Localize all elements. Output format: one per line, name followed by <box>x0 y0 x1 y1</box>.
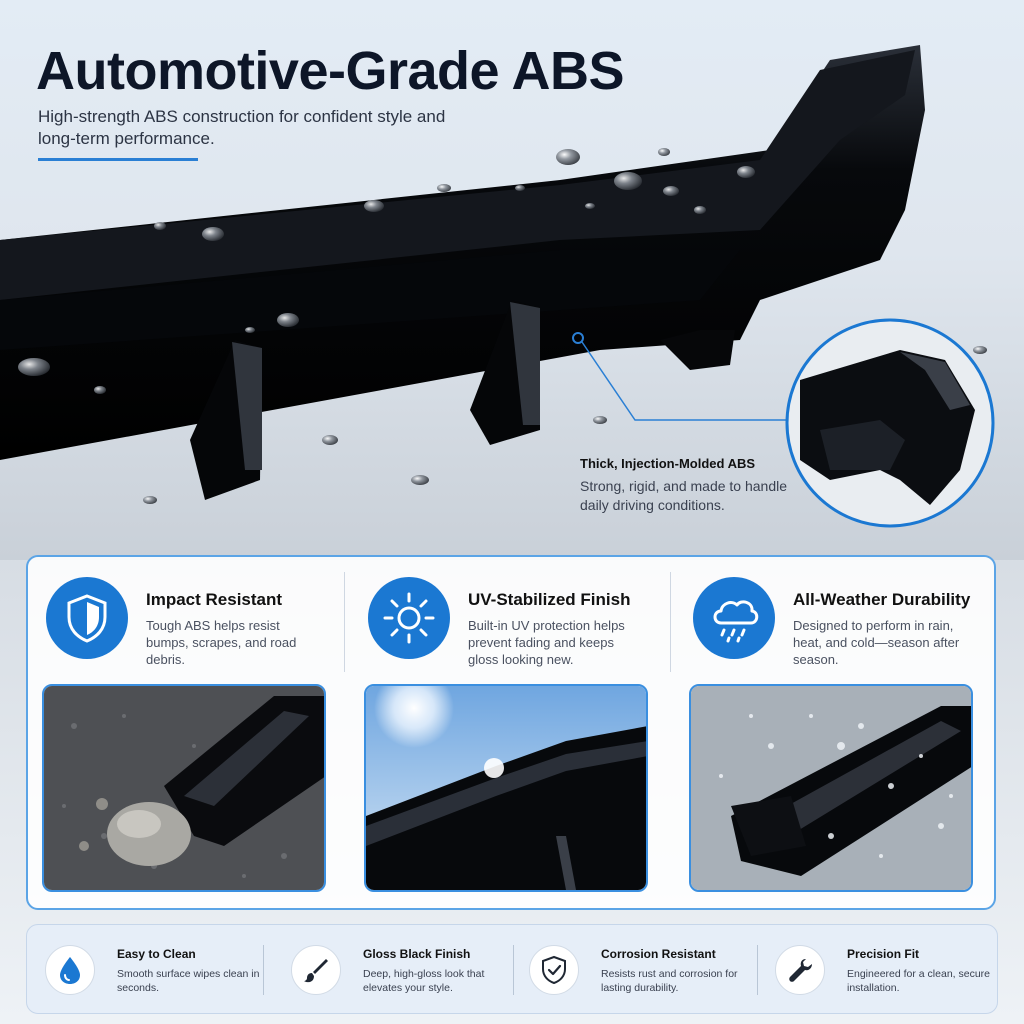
feature-text: Designed to perform in rain, heat, and c… <box>793 618 960 667</box>
title-underline <box>38 158 198 161</box>
benefit-title: Gloss Black Finish <box>363 947 471 961</box>
feature-impact-resistant: Impact Resistant Tough ABS helps resist … <box>28 557 328 907</box>
benefit-easy-to-clean: Easy to Clean Smooth surface wipes clean… <box>27 925 267 1013</box>
benefit-text: Engineered for a clean, secure installat… <box>847 968 991 994</box>
feature-title: UV-Stabilized Finish <box>468 590 631 609</box>
benefit-divider <box>263 945 264 995</box>
callout-title: Thick, Injection-Molded ABS <box>580 456 756 471</box>
benefit-corrosion-resistant: Corrosion Resistant Resists rust and cor… <box>511 925 751 1013</box>
feature-text: Built-in UV protection helps prevent fad… <box>468 618 625 667</box>
feature-title: Impact Resistant <box>146 590 283 609</box>
paintbrush-icon <box>291 945 341 995</box>
benefit-title: Corrosion Resistant <box>601 947 716 961</box>
feature-title: All-Weather Durability <box>793 590 971 609</box>
hero-section: Automotive-Grade ABS High-strength ABS c… <box>0 0 1024 560</box>
water-drop-icon <box>45 945 95 995</box>
benefit-text: Resists rust and corrosion for lasting d… <box>601 968 738 994</box>
feature-divider <box>670 572 671 672</box>
uv-photo <box>364 684 648 892</box>
shield-icon <box>46 577 128 659</box>
benefit-divider <box>513 945 514 995</box>
wrench-icon <box>775 945 825 995</box>
benefit-divider <box>757 945 758 995</box>
benefit-text: Deep, high-gloss look that elevates your… <box>363 968 485 994</box>
feature-all-weather: All-Weather Durability Designed to perfo… <box>675 557 975 907</box>
benefit-title: Easy to Clean <box>117 947 196 961</box>
page-subtitle: High-strength ABS construction for confi… <box>38 107 446 148</box>
feature-divider <box>344 572 345 672</box>
feature-text: Tough ABS helps resist bumps, scrapes, a… <box>146 618 297 667</box>
benefit-gloss-black: Gloss Black Finish Deep, high-gloss look… <box>273 925 513 1013</box>
sun-icon <box>368 577 450 659</box>
material-callout: Thick, Injection-Molded ABS Strong, rigi… <box>580 456 790 515</box>
features-panel: Impact Resistant Tough ABS helps resist … <box>26 555 996 910</box>
page-title: Automotive-Grade ABS <box>36 41 625 101</box>
rain-cloud-icon <box>693 577 775 659</box>
impact-photo <box>42 684 326 892</box>
benefit-title: Precision Fit <box>847 947 920 961</box>
weather-photo <box>689 684 973 892</box>
benefits-strip: Easy to Clean Smooth surface wipes clean… <box>26 924 998 1014</box>
diffuser-hero-image <box>0 0 1024 560</box>
shield-check-icon <box>529 945 579 995</box>
benefit-text: Smooth surface wipes clean in seconds. <box>117 968 260 994</box>
feature-uv-stabilized: UV-Stabilized Finish Built-in UV protect… <box>350 557 650 907</box>
benefit-precision-fit: Precision Fit Engineered for a clean, se… <box>757 925 997 1013</box>
callout-text: Strong, rigid, and made to handle daily … <box>580 478 788 513</box>
